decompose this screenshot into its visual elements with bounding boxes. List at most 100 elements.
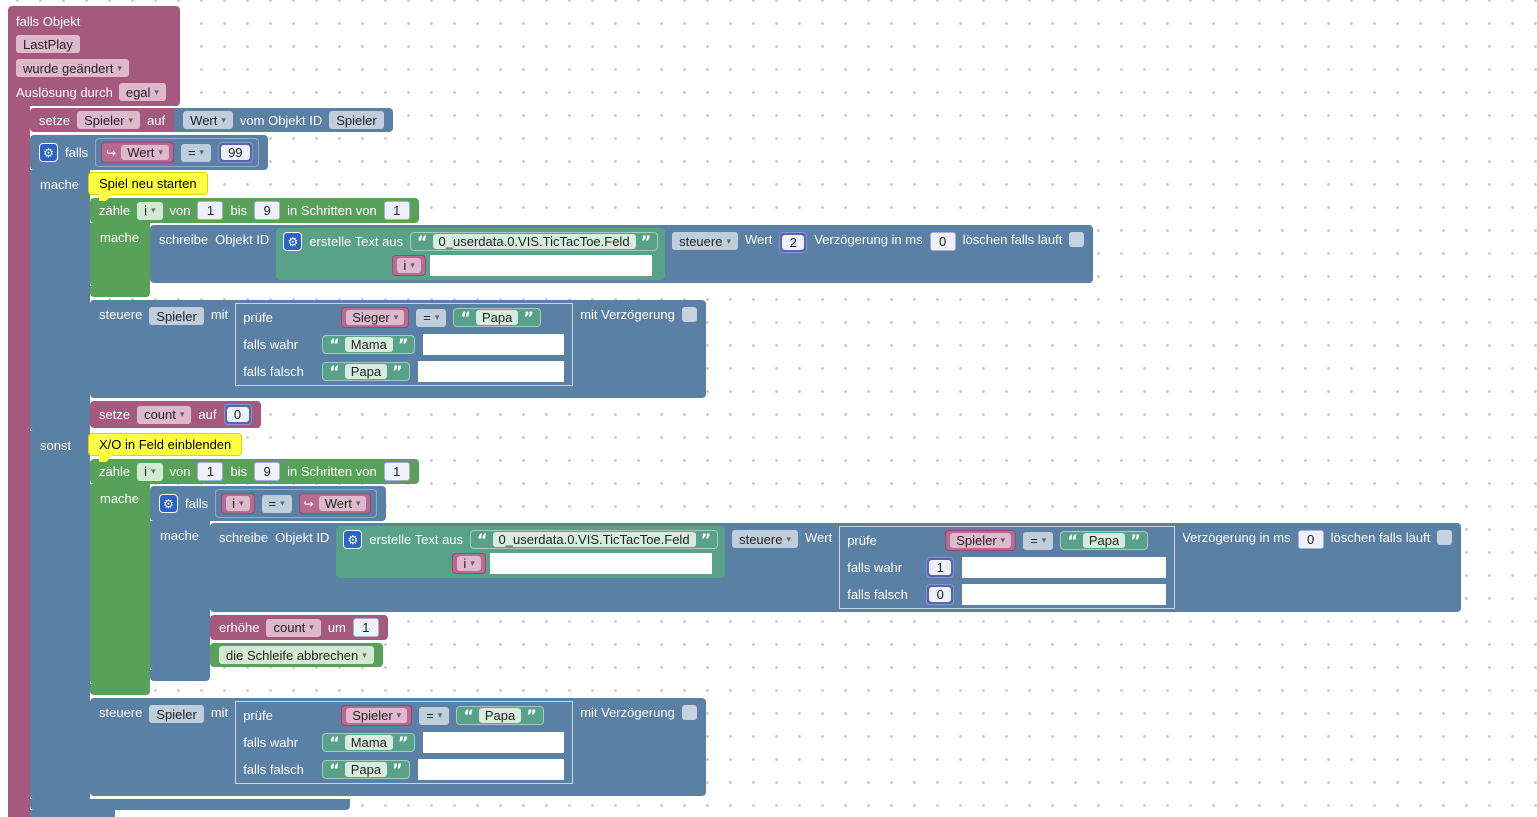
- write-mode-dropdown[interactable]: steuere: [732, 530, 798, 548]
- variable-i-block[interactable]: i: [452, 553, 486, 574]
- loop-step-value[interactable]: 1: [383, 201, 410, 220]
- to-keyword: bis: [230, 203, 248, 218]
- string-block[interactable]: Mama: [322, 733, 416, 752]
- operator-dropdown[interactable]: =: [1023, 531, 1054, 550]
- string-block[interactable]: Papa: [453, 308, 541, 327]
- if-block[interactable]: falls i = Wert: [150, 486, 1462, 681]
- operator-dropdown[interactable]: =: [416, 308, 447, 327]
- to-keyword: auf: [147, 112, 166, 128]
- number-block[interactable]: 2: [779, 232, 808, 253]
- clear-if-running-checkbox[interactable]: [1069, 232, 1085, 247]
- if-else-block[interactable]: falls Wert = 99 mache Spiel neu starten: [30, 135, 1462, 817]
- control-state-block[interactable]: steuere Spieler mit prüfe Spieler =: [90, 698, 706, 796]
- object-id-field[interactable]: LastPlay: [16, 35, 80, 53]
- string-block[interactable]: Papa: [322, 362, 410, 381]
- change-variable-block[interactable]: erhöhe count um 1: [210, 615, 388, 640]
- with-delay-checkbox[interactable]: [681, 307, 697, 322]
- loop-to-value[interactable]: 9: [254, 201, 281, 220]
- write-keyword: schreibe: [219, 530, 269, 545]
- comment-block[interactable]: Spiel neu starten: [88, 172, 208, 201]
- string-block[interactable]: Papa: [1060, 531, 1148, 550]
- gear-icon[interactable]: [283, 232, 303, 251]
- loop-from-value[interactable]: 1: [197, 201, 224, 220]
- control-object-id-field[interactable]: Spieler: [149, 307, 204, 325]
- string-block[interactable]: Papa: [322, 760, 410, 779]
- variable-count-dropdown[interactable]: count: [266, 618, 321, 637]
- ternary-block[interactable]: prüfe Sieger = Papa falls wahr Mama: [235, 303, 574, 386]
- empty-input-slot: [429, 255, 652, 276]
- gear-icon[interactable]: [159, 494, 178, 513]
- text-join-block[interactable]: erstelle Text aus 0_userdata.0.VIS.TicTa…: [336, 526, 726, 578]
- number-block[interactable]: 0: [926, 584, 955, 605]
- write-mode-dropdown[interactable]: steuere: [672, 232, 738, 250]
- clear-if-running-label: löschen falls läuft: [1330, 530, 1431, 545]
- trigger-value-block[interactable]: Wert: [101, 142, 174, 163]
- event-type-dropdown[interactable]: wurde geändert: [16, 59, 129, 77]
- compare-block[interactable]: i = Wert: [215, 489, 378, 518]
- loop-step-value[interactable]: 1: [383, 462, 410, 481]
- delay-label: Verzögerung in ms: [814, 232, 923, 247]
- variable-i-block[interactable]: i: [392, 255, 426, 276]
- from-object-label: vom Objekt ID: [239, 112, 323, 128]
- gear-icon[interactable]: [39, 143, 58, 162]
- operator-dropdown[interactable]: =: [261, 494, 292, 513]
- ternary-block[interactable]: prüfe Spieler = Papa: [839, 526, 1176, 609]
- string-block[interactable]: 0_userdata.0.VIS.TicTacToe.Feld: [470, 530, 719, 549]
- variable-sieger-block[interactable]: Sieger: [341, 307, 410, 328]
- string-block[interactable]: 0_userdata.0.VIS.TicTacToe.Feld: [410, 232, 659, 251]
- text-join-label: erstelle Text aus: [369, 532, 464, 547]
- count-loop-block[interactable]: zähle i von 1 bis 9 in Schritten von 1: [90, 198, 1094, 297]
- with-keyword: mit: [210, 705, 229, 720]
- loop-to-value[interactable]: 9: [254, 462, 281, 481]
- hook-arrow-icon: [304, 497, 314, 511]
- trigger-on-change-block[interactable]: falls Objekt LastPlay wurde geändert Aus…: [8, 6, 1537, 817]
- operator-dropdown[interactable]: =: [180, 143, 212, 162]
- trigger-value-block[interactable]: Wert: [298, 493, 372, 514]
- count-loop-block[interactable]: zähle i von 1 bis 9 in Schritten von 1: [90, 459, 1462, 695]
- set-variable-count-block[interactable]: setze count auf 0: [90, 401, 261, 428]
- operator-dropdown[interactable]: =: [419, 706, 450, 725]
- write-state-block[interactable]: schreibe Objekt ID erstelle Text aus 0_u…: [150, 225, 1094, 283]
- write-state-block[interactable]: schreibe Objekt ID erstelle Text aus: [210, 523, 1462, 612]
- delay-value[interactable]: 0: [1297, 530, 1324, 549]
- loop-variable-dropdown[interactable]: i: [137, 462, 163, 481]
- loop-flow-dropdown[interactable]: die Schleife abbrechen: [219, 646, 374, 664]
- number-block[interactable]: 1: [926, 557, 955, 578]
- empty-input-slot: [489, 553, 712, 574]
- from-keyword: von: [169, 464, 191, 479]
- control-object-id-field[interactable]: Spieler: [149, 705, 204, 723]
- increase-value[interactable]: 1: [352, 618, 379, 637]
- variable-i-block[interactable]: i: [221, 493, 255, 514]
- compare-block[interactable]: Wert = 99: [95, 138, 259, 167]
- set-variable-player-block[interactable]: setze Spieler auf: [30, 108, 175, 132]
- string-block[interactable]: Mama: [322, 335, 416, 354]
- with-delay-checkbox[interactable]: [681, 705, 697, 720]
- object-id-value-field[interactable]: Spieler: [329, 111, 384, 129]
- string-block[interactable]: Papa: [456, 706, 544, 725]
- control-state-block[interactable]: steuere Spieler mit prüfe Sieger =: [90, 300, 706, 398]
- variable-player-block[interactable]: Spieler: [341, 705, 413, 726]
- ternary-block[interactable]: prüfe Spieler = Papa falls wahr Mama: [235, 701, 574, 784]
- delay-value[interactable]: 0: [929, 232, 956, 251]
- to-keyword: auf: [198, 407, 217, 422]
- delay-label: Verzögerung in ms: [1182, 530, 1291, 545]
- attribute-dropdown[interactable]: Wert: [183, 111, 233, 129]
- variable-player-block[interactable]: Spieler: [945, 530, 1017, 551]
- comment-block[interactable]: X/O in Feld einblenden: [88, 433, 243, 462]
- variable-player-dropdown[interactable]: Spieler: [77, 111, 141, 129]
- variable-count-dropdown[interactable]: count: [137, 405, 192, 424]
- loop-break-block[interactable]: die Schleife abbrechen: [210, 643, 383, 667]
- number-block[interactable]: 0: [223, 404, 252, 425]
- trigger-by-dropdown[interactable]: egal: [118, 83, 166, 101]
- if-true-label: falls wahr: [243, 337, 299, 352]
- loop-from-value[interactable]: 1: [197, 462, 224, 481]
- clear-if-running-checkbox[interactable]: [1437, 530, 1453, 545]
- number-block[interactable]: 99: [218, 142, 253, 163]
- text-join-block[interactable]: erstelle Text aus 0_userdata.0.VIS.TicTa…: [276, 228, 666, 280]
- do-branch-bar: mache: [150, 521, 210, 670]
- loop-variable-dropdown[interactable]: i: [137, 201, 163, 220]
- gear-icon[interactable]: [343, 530, 363, 549]
- with-delay-label: mit Verzögerung: [580, 307, 675, 322]
- get-object-value-block[interactable]: Wert vom Objekt ID Spieler: [174, 108, 393, 132]
